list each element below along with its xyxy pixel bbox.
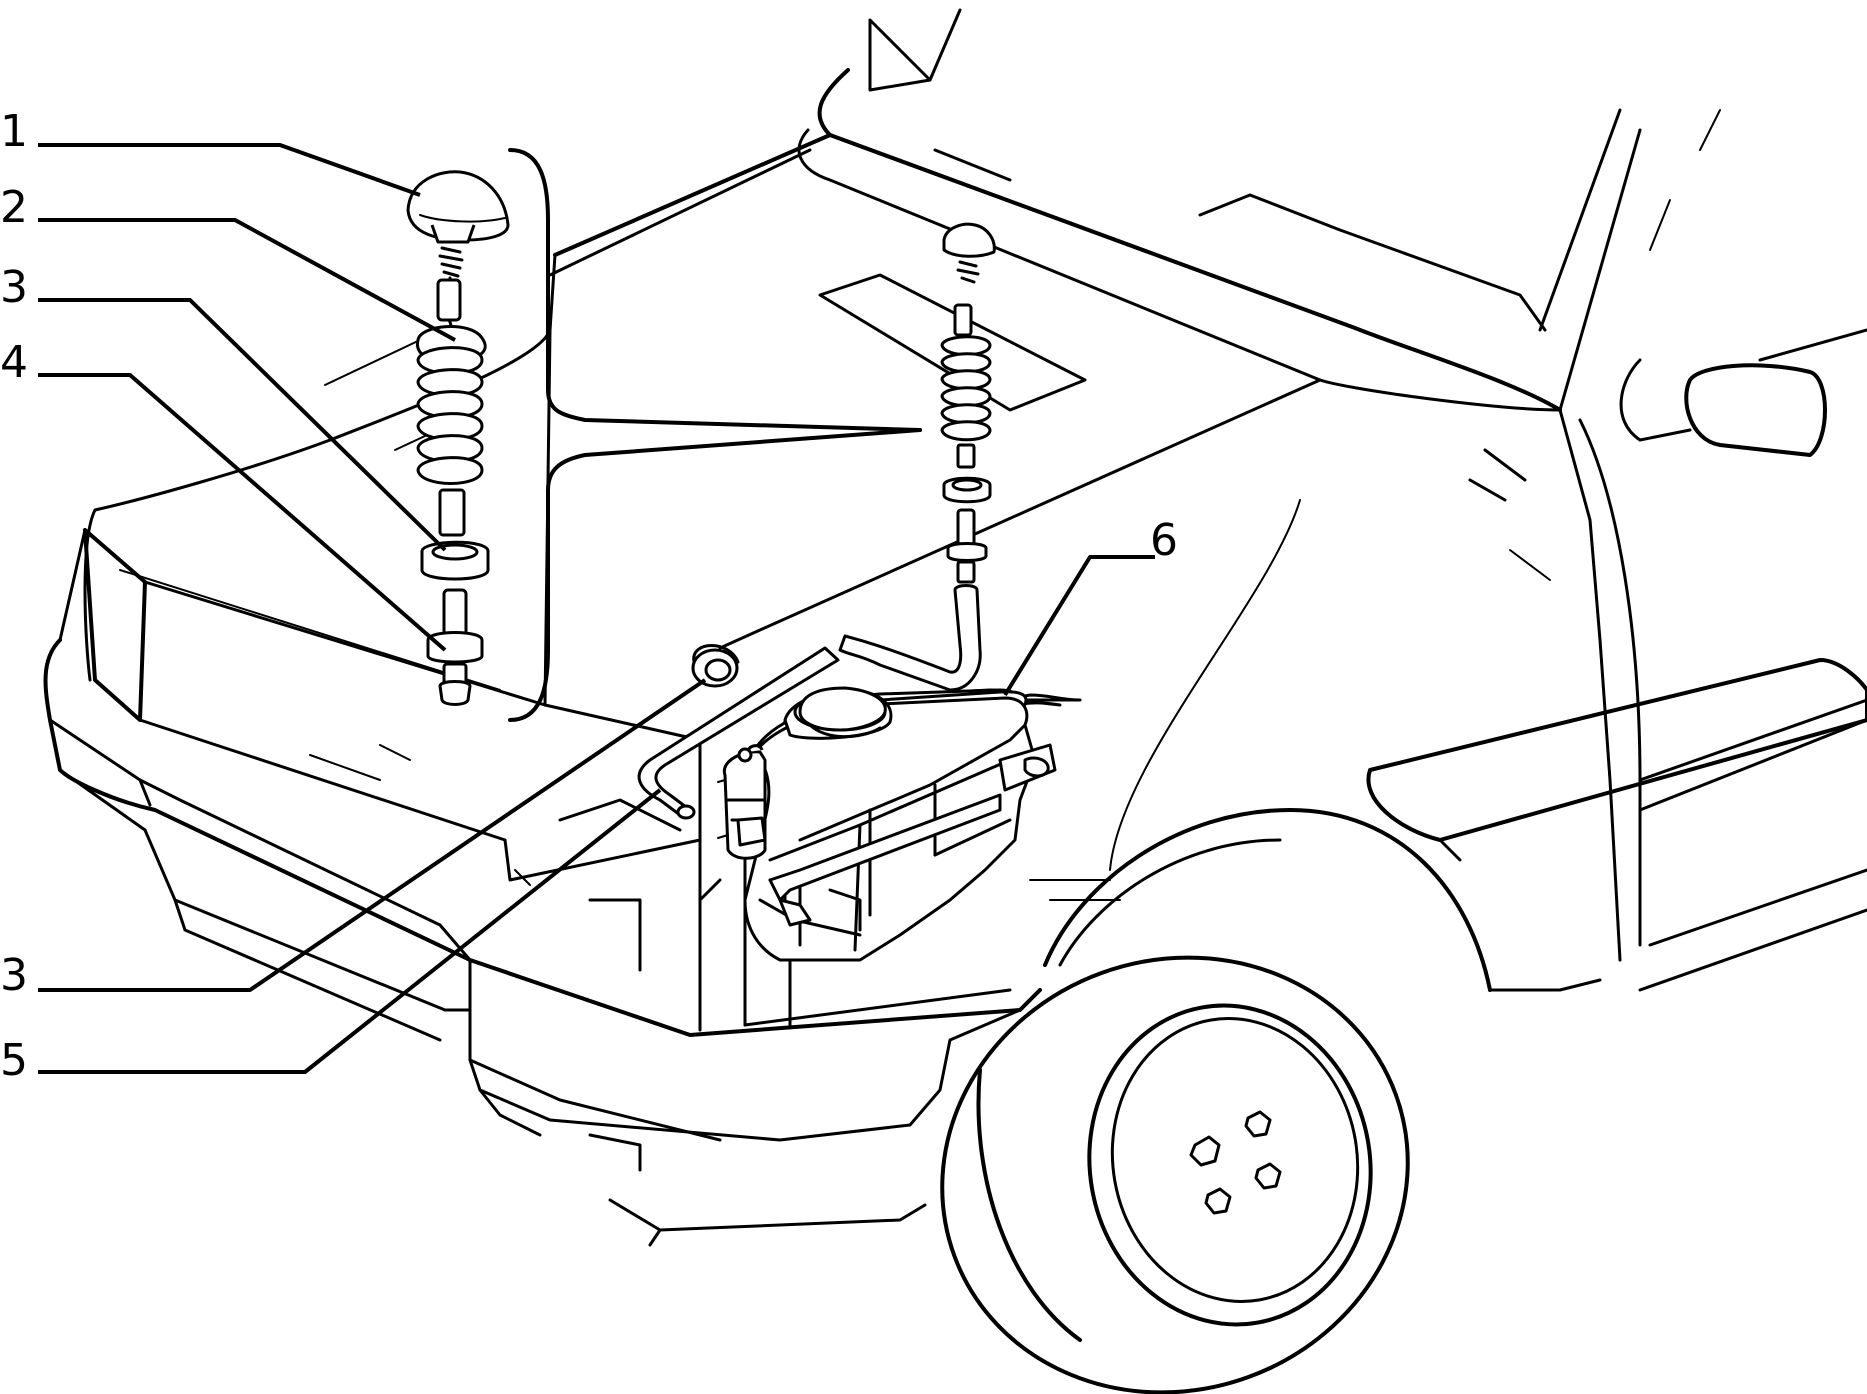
callout-label: 5 <box>0 1035 28 1086</box>
callout-label: 4 <box>0 337 28 388</box>
callout-labels: 1 2 3 4 3 5 6 <box>0 106 1178 1086</box>
grommet-exploded <box>420 540 490 581</box>
hose-with-spring-exploded <box>415 278 487 537</box>
leader-1 <box>38 143 421 197</box>
front-wheel <box>940 955 1410 1394</box>
callout-label: 3 <box>0 262 28 313</box>
leader-3-upper <box>38 298 447 552</box>
installed-nozzle-assembly <box>838 222 996 692</box>
washer-reservoir <box>717 686 1082 962</box>
washer-hose <box>637 646 840 820</box>
callout-label: 2 <box>0 182 28 233</box>
leader-2 <box>38 218 456 342</box>
exploded-group-bracket <box>508 148 922 722</box>
callout-label: 6 <box>1150 515 1178 566</box>
washer-nozzle-exploded <box>406 170 510 244</box>
hose-connector-exploded <box>426 588 484 706</box>
leader-5 <box>38 788 662 1074</box>
car-body-outline <box>43 8 1867 1247</box>
exploded-parts <box>406 170 510 706</box>
leader-3-lower <box>38 678 707 992</box>
grommet-installed <box>691 644 740 688</box>
leader-lines <box>38 143 1155 1074</box>
leader-6 <box>1003 555 1155 697</box>
callout-label: 3 <box>0 950 28 1001</box>
callout-label: 1 <box>0 106 28 157</box>
leader-4 <box>38 373 447 652</box>
